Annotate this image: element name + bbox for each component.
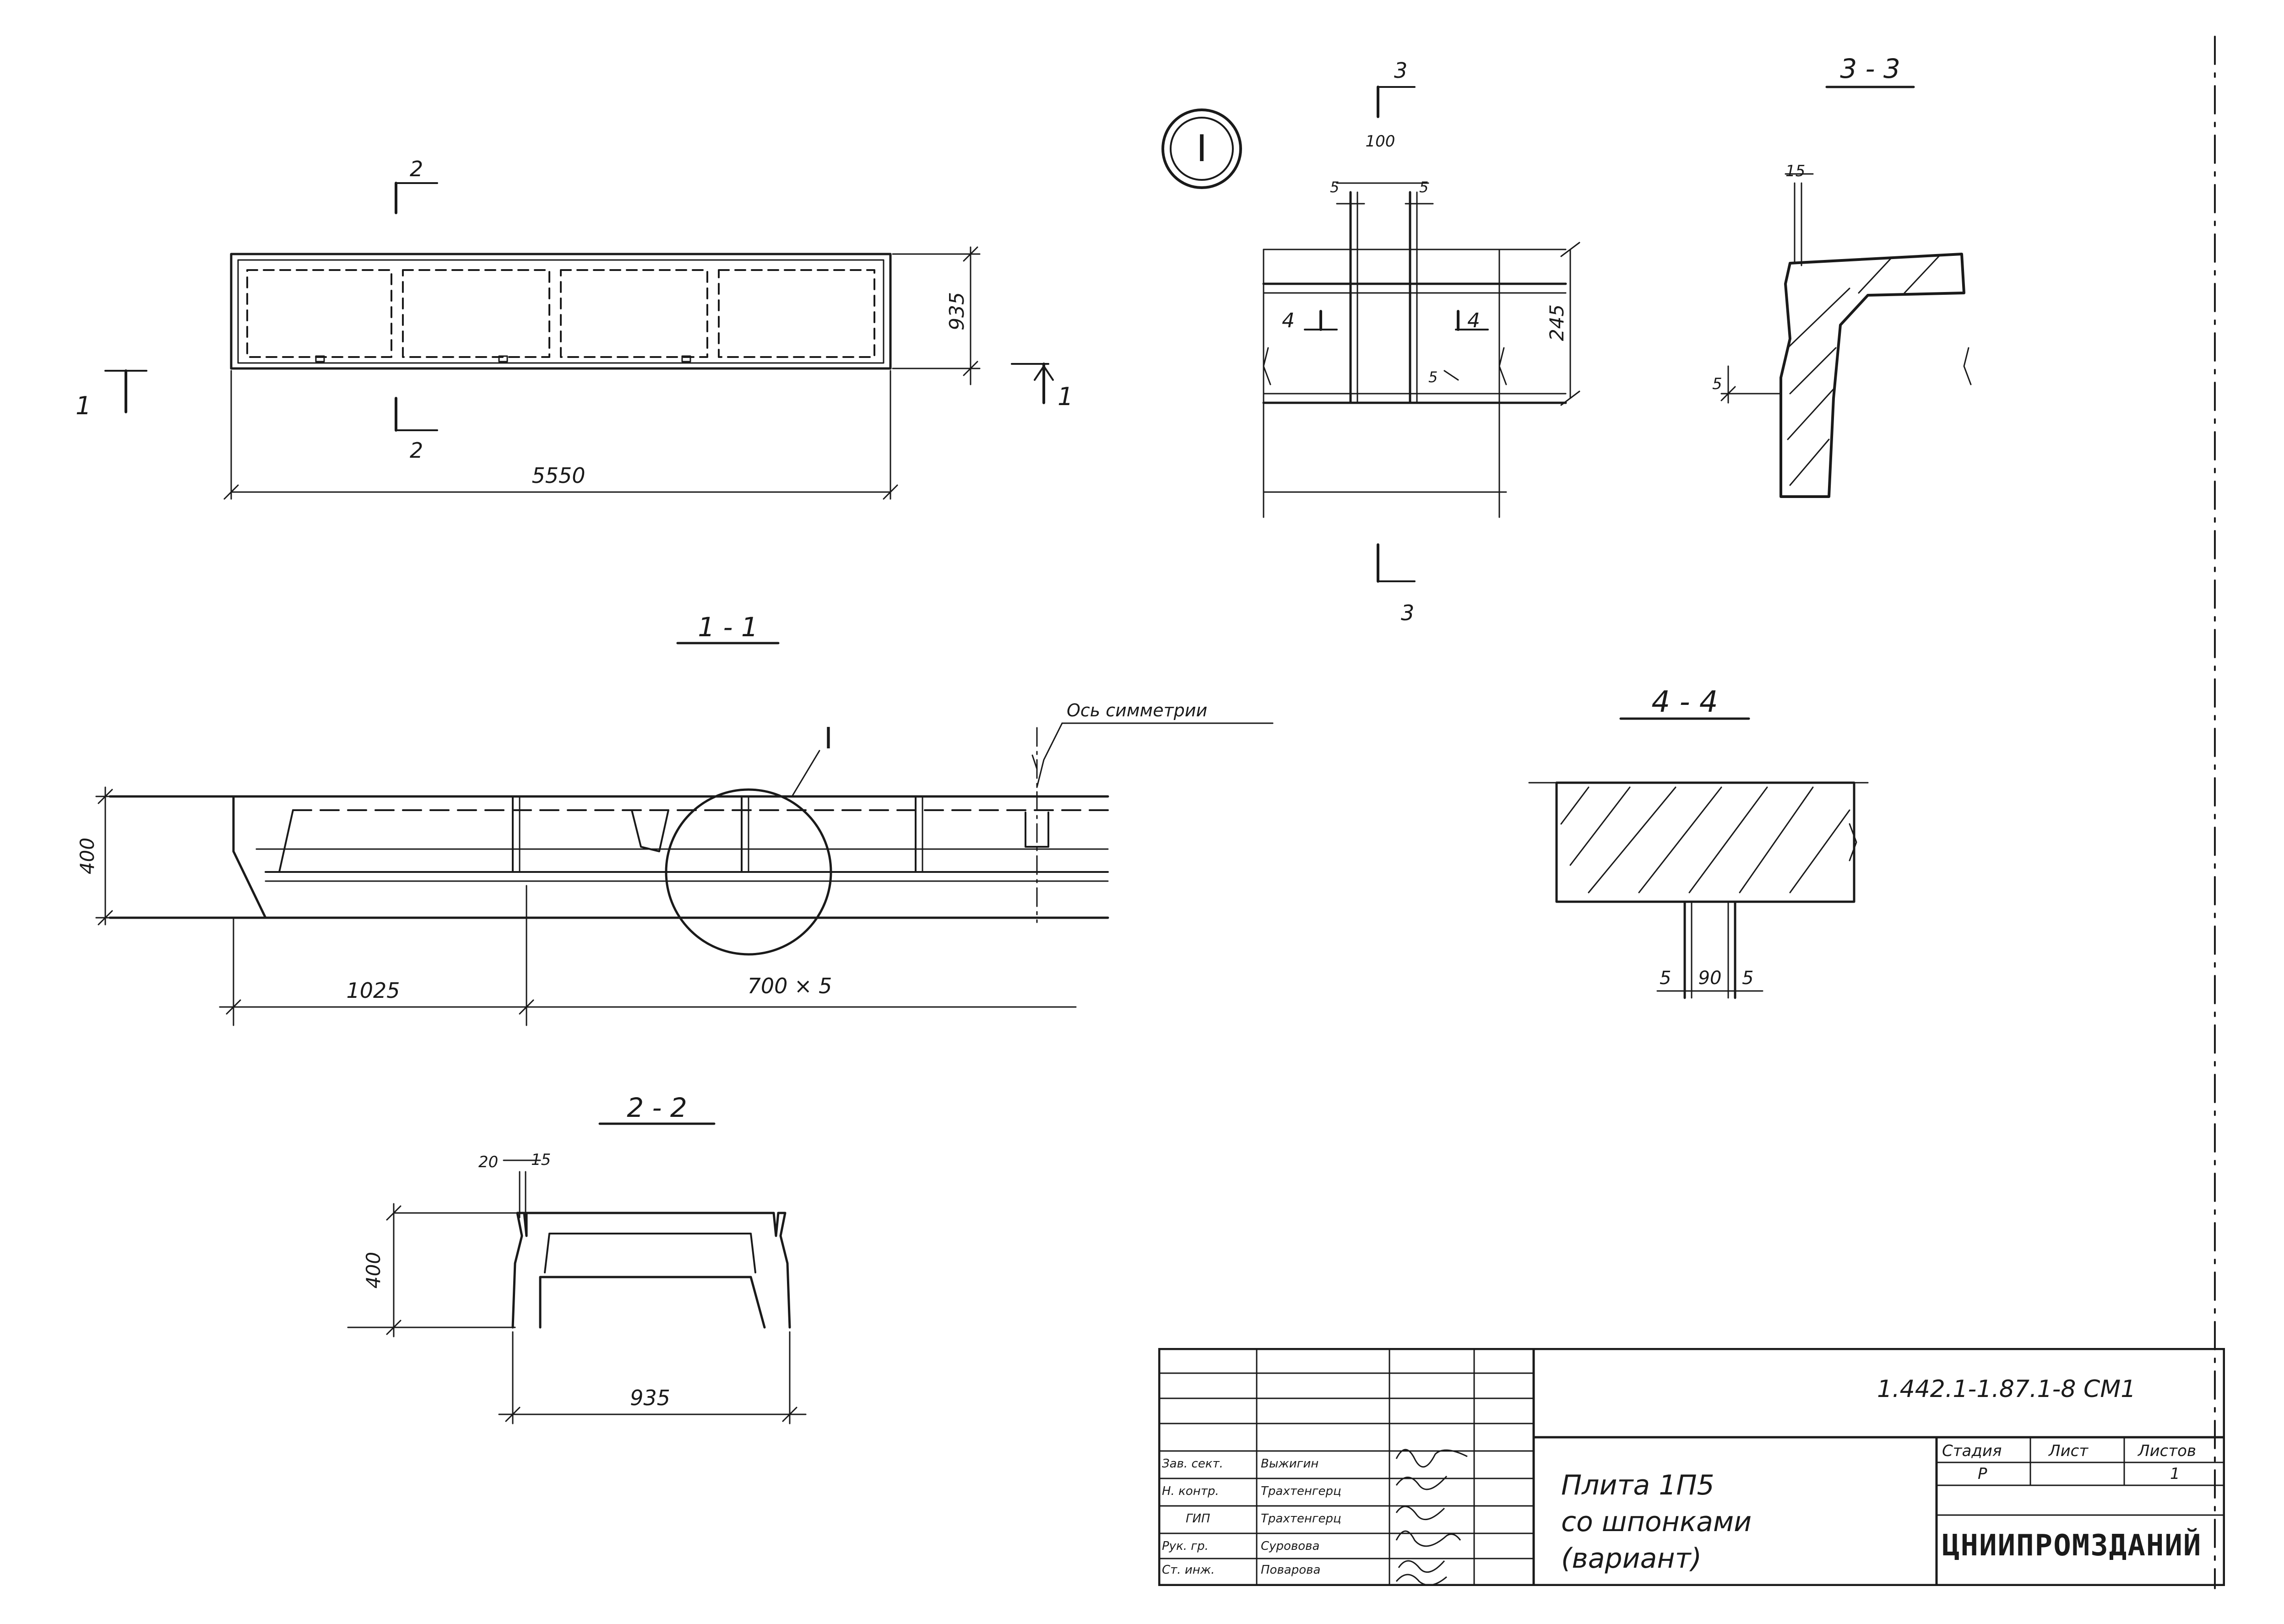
tb-sheets-header: Листов xyxy=(2138,1442,2197,1460)
title-block-grid xyxy=(1158,1348,2225,1586)
tb-title-line3: (вариант) xyxy=(1561,1543,1702,1575)
section-3-3-dim-15: 15 xyxy=(1785,162,1805,180)
section-1-1-view xyxy=(95,642,1274,1026)
detail-section-3-top-label: 3 xyxy=(1394,58,1407,83)
tb-name-3: Трахтенгерц xyxy=(1261,1512,1341,1526)
plan-section-1-right-label: 1 xyxy=(1058,382,1073,411)
section-2-2-view xyxy=(347,1122,807,1424)
section-4-4-title: 4 - 4 xyxy=(1651,685,1718,719)
tb-name-5: Поварова xyxy=(1261,1563,1321,1577)
section-1-1-dim-pitch: 700 × 5 xyxy=(748,974,832,998)
signature-6 xyxy=(1395,1574,1447,1586)
section-1-1-height-dim: 400 xyxy=(76,838,98,874)
plan-section-1-left-label: 1 xyxy=(76,391,91,420)
section-2-2-dim-15: 15 xyxy=(531,1151,551,1169)
tb-name-4: Суровова xyxy=(1261,1539,1320,1553)
section-3-3-dim-5: 5 xyxy=(1712,375,1722,393)
section-3-3-view xyxy=(1720,86,1972,498)
detail-dim-5-left: 5 xyxy=(1330,179,1339,196)
plan-section-2-top-label: 2 xyxy=(410,157,423,181)
detail-dim-245: 245 xyxy=(1546,304,1568,341)
detail-dim-100: 100 xyxy=(1366,132,1395,151)
section-1-1-detail-callout: I xyxy=(824,722,833,756)
tb-sheets-value: 1 xyxy=(2170,1465,2180,1483)
signature-2 xyxy=(1395,1476,1448,1490)
detail-I-marker: I xyxy=(1196,127,1207,170)
detail-section-3-bottom-label: 3 xyxy=(1401,601,1414,625)
section-3-3-title: 3 - 3 xyxy=(1840,53,1900,84)
tb-stage-value: Р xyxy=(1978,1465,1987,1483)
tb-organization: ЦНИИПРОМЗДАНИЙ xyxy=(1942,1529,2202,1563)
section-1-1-axis-note: Ось симметрии xyxy=(1067,700,1207,720)
section-2-2-dim-20: 20 xyxy=(478,1153,498,1171)
plan-section-2-bottom-label: 2 xyxy=(410,438,423,463)
section-1-1-dim-1025: 1025 xyxy=(346,978,400,1003)
section-4-4-dim-5-right: 5 xyxy=(1742,968,1753,989)
section-4-4-dim-90: 90 xyxy=(1698,968,1722,989)
tb-stage-header: Стадия xyxy=(1942,1442,2002,1460)
tb-role-3: ГИП xyxy=(1186,1512,1210,1526)
plan-width-dim: 935 xyxy=(945,292,969,330)
tb-sheet-header: Лист xyxy=(2049,1442,2089,1460)
tb-role-2: Н. контр. xyxy=(1162,1484,1219,1498)
detail-section-4-right-label: 4 xyxy=(1467,309,1480,332)
section-1-1-title: 1 - 1 xyxy=(698,612,758,643)
title-block: Зав. сект. Выжигин Н. контр. Трахтенгерц… xyxy=(1158,1348,2225,1586)
signature-1 xyxy=(1395,1449,1468,1468)
detail-dim-5-right: 5 xyxy=(1419,179,1428,196)
plan-view xyxy=(104,182,1054,500)
tb-title-line1: Плита 1П5 xyxy=(1561,1469,1714,1501)
plan-length-dim: 5550 xyxy=(532,463,585,488)
tb-role-4: Рук. гр. xyxy=(1162,1539,1209,1553)
section-2-2-height-dim: 400 xyxy=(362,1252,385,1288)
section-2-2-width-dim: 935 xyxy=(630,1386,670,1410)
detail-I xyxy=(1161,86,1580,583)
section-4-4-dim-5-left: 5 xyxy=(1660,968,1671,989)
tb-role-5: Ст. инж. xyxy=(1162,1563,1215,1577)
detail-dim-5-bottom: 5 xyxy=(1428,368,1438,386)
tb-name-1: Выжигин xyxy=(1261,1457,1319,1471)
detail-section-4-left-label: 4 xyxy=(1282,309,1295,332)
tb-doc-code: 1.442.1-1.87.1-8 СМ1 xyxy=(1877,1375,2136,1403)
section-2-2-title: 2 - 2 xyxy=(627,1092,687,1123)
signature-3 xyxy=(1395,1505,1445,1520)
section-4-4-view xyxy=(1528,717,1869,999)
tb-name-2: Трахтенгерц xyxy=(1261,1484,1341,1498)
signature-5 xyxy=(1398,1560,1445,1573)
signature-4 xyxy=(1395,1530,1461,1547)
tb-title-line2: со шпонками xyxy=(1561,1506,1752,1538)
tb-role-1: Зав. сект. xyxy=(1162,1457,1223,1471)
